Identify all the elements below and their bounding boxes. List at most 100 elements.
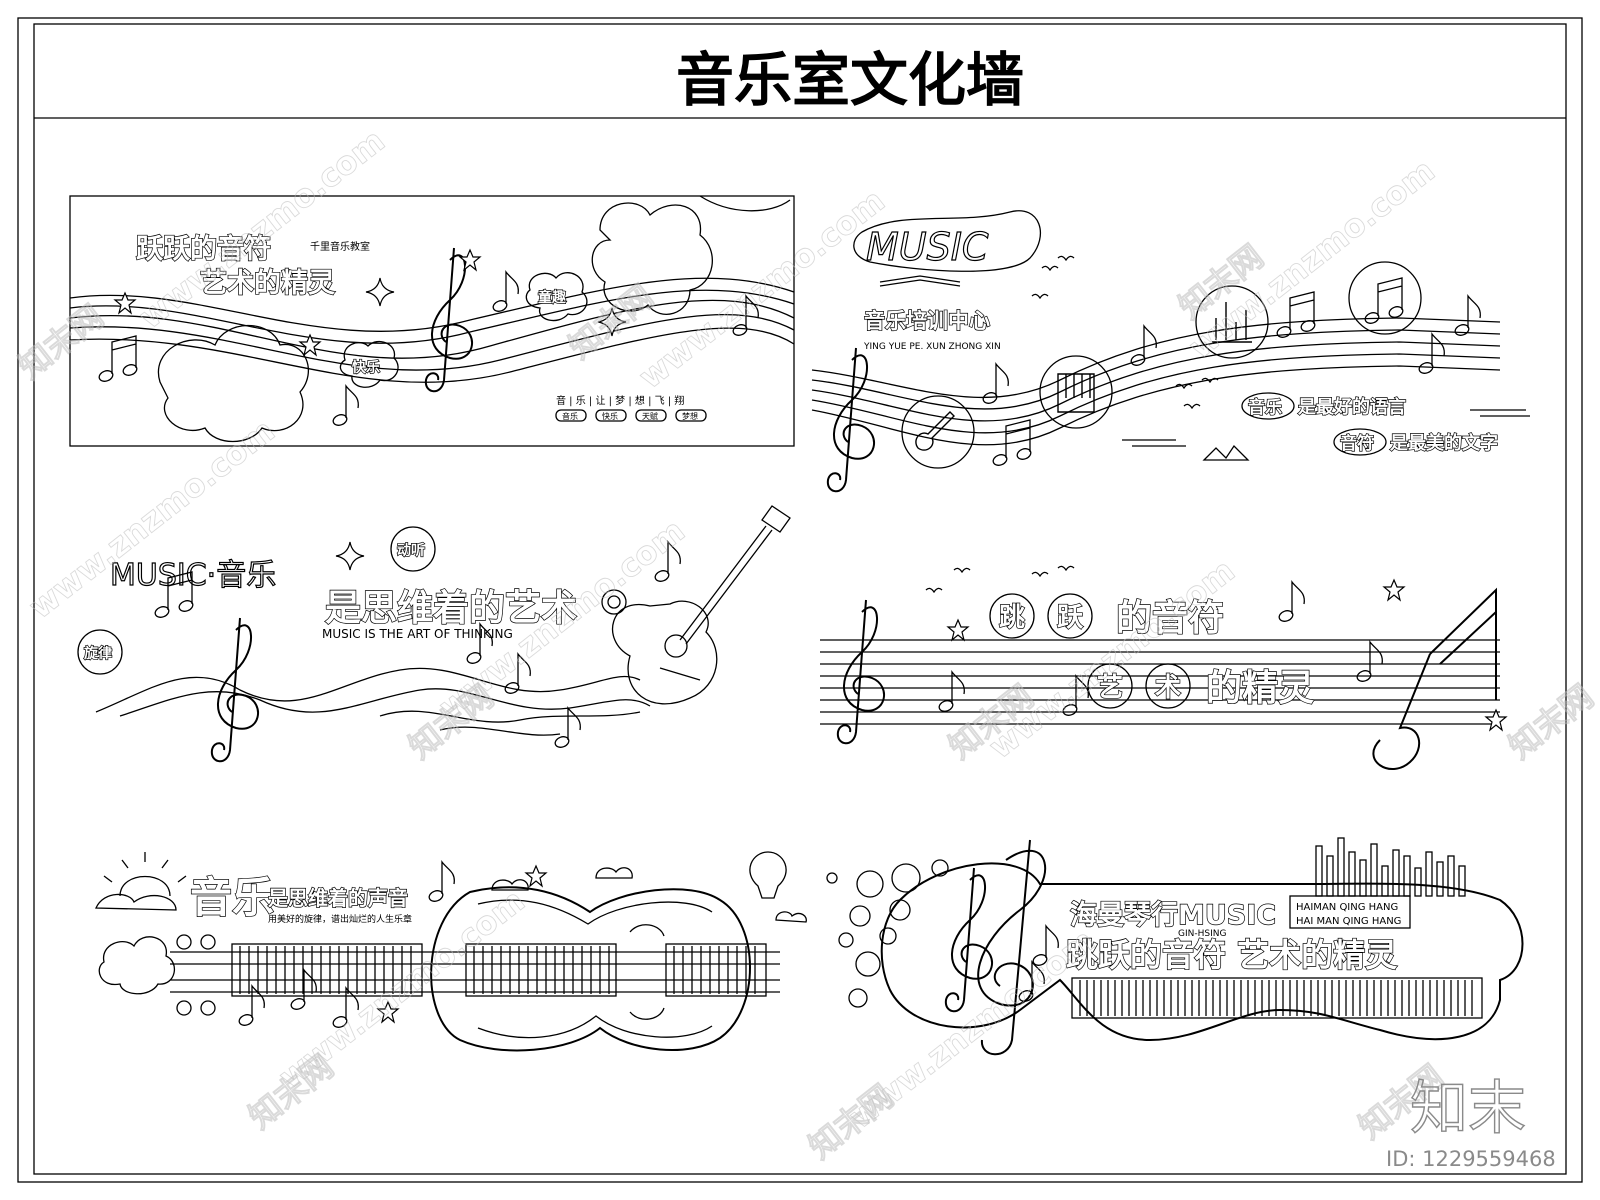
brand-py-2: HAI MAN QING HANG xyxy=(1296,916,1401,927)
brand-sub: GIN-HSING xyxy=(1178,929,1226,939)
tag-4: 梦想 xyxy=(682,411,698,421)
brand-watermark: 知末 xyxy=(1410,1074,1526,1142)
panel-5-wall: 音乐 是思维着的声音 用美好的旋律，谱出灿烂的人生乐章 xyxy=(95,851,807,1052)
wm-cn-1: 知末网 xyxy=(12,297,111,386)
eq-bar xyxy=(1403,855,1411,897)
slogan-1-text: 是最好的语言 xyxy=(1297,396,1406,418)
piano-medallion xyxy=(1039,355,1113,429)
yinyue-big: 音乐 xyxy=(190,873,274,922)
target-deco xyxy=(601,589,627,615)
char-circle-yue xyxy=(1047,593,1093,639)
panel5-main: 是思维着的声音 xyxy=(267,886,408,910)
eq-bar xyxy=(1414,867,1422,897)
guitar-icon xyxy=(915,411,955,451)
badge-dongting: 动听 xyxy=(397,542,425,559)
badge-xuanlv: 旋律 xyxy=(83,645,112,662)
bubble-dots xyxy=(826,859,949,1008)
violin-fhole-top xyxy=(629,924,665,1020)
keyboard-keys xyxy=(239,946,756,994)
keyboard-segment-3 xyxy=(665,943,767,997)
keyboard-segment-1 xyxy=(231,943,423,997)
line2-char-1: 艺 xyxy=(1097,673,1123,703)
eq-bar xyxy=(1348,851,1356,897)
panel1-headline-2: 艺术的精灵 xyxy=(200,267,335,299)
slogan-2-text: 是最美的文字 xyxy=(1389,432,1498,454)
panel-3-wall: MUSIC·音乐 动听 是思维着的艺术 MUSIC IS THE ART OF … xyxy=(77,505,791,763)
wm-site-2: www.znzmo.com xyxy=(632,181,892,396)
bars-medallion xyxy=(1195,285,1269,359)
wm-cn-2: 知末网 xyxy=(562,277,661,366)
mountain-deco xyxy=(1202,444,1250,461)
brand-name: 海曼琴行MUSIC xyxy=(1070,899,1276,931)
music-logo-outline xyxy=(853,210,1041,272)
panel-4-wall: 跳 跃 的音符 艺 术 的精灵 xyxy=(820,565,1507,770)
keyboard-keys-6 xyxy=(1079,980,1473,1016)
eq-bar xyxy=(1326,855,1334,897)
big-treble-6 xyxy=(977,839,1047,1056)
panel6-main: 跳跃的音符 艺术的精灵 xyxy=(1066,936,1397,974)
tag-1: 音乐 xyxy=(562,411,578,421)
eq-bar xyxy=(1447,855,1455,897)
panel1-tags: 音乐 快乐 天赋 梦想 xyxy=(555,409,707,422)
fretboard-rails xyxy=(170,951,780,993)
book-icon xyxy=(879,275,961,287)
cloud-small xyxy=(491,867,807,923)
cloud-shape-right xyxy=(591,202,713,315)
piano-icon xyxy=(1057,373,1095,413)
english-line: MUSIC IS THE ART OF THINKING xyxy=(322,627,513,641)
wm-cn-7: 知末网 xyxy=(802,1077,901,1166)
line1-rest: 的音符 xyxy=(1116,598,1224,639)
staff-lines-4 xyxy=(820,639,1500,725)
eq-bar xyxy=(1359,859,1367,897)
guitar-strings xyxy=(659,667,701,681)
sunrise-icon xyxy=(95,852,187,911)
bubble-tongqu-text: 童趣 xyxy=(538,289,567,306)
eq-bar xyxy=(1458,865,1466,897)
eq-bar xyxy=(1370,843,1378,897)
ribbon-wave xyxy=(95,667,651,736)
line1-char-2: 跃 xyxy=(1057,603,1084,633)
deco-lines xyxy=(1122,409,1530,447)
line1-char-1: 跳 xyxy=(999,603,1025,633)
training-center: 音乐培训中心 xyxy=(864,309,990,333)
char-circle-shu xyxy=(1145,663,1191,709)
training-pinyin: YING YUE PE. XUN ZHONG XIN xyxy=(863,342,1001,352)
bubble-tongqu xyxy=(525,272,588,322)
eq-bar xyxy=(1425,851,1433,897)
eq-bar xyxy=(1315,845,1323,897)
image-id: ID: 1229559468 xyxy=(1386,1147,1556,1171)
panel1-small-title: 千里音乐教室 xyxy=(310,240,370,253)
bubble-kuaile xyxy=(339,341,399,388)
bubble-kuaile-text: 快乐 xyxy=(352,359,380,376)
guitar-body xyxy=(612,600,718,705)
eq-bar xyxy=(1392,849,1400,897)
guitar-medallion xyxy=(901,395,975,469)
outer-border xyxy=(17,17,1583,1183)
eq-bar xyxy=(1436,861,1444,897)
keyboard-strip xyxy=(1071,977,1483,1019)
tag-2: 快乐 xyxy=(602,411,618,421)
eq-bar xyxy=(1381,865,1389,897)
char-circle-tiao xyxy=(989,593,1035,639)
sheet-title: 音乐室文化墙 xyxy=(676,46,1024,114)
keyboard-segment-2 xyxy=(465,943,617,997)
hot-air-balloon xyxy=(749,851,787,899)
panel-2-wall: MUSIC 音乐培训中心 YING YUE PE. XUN ZHONG XIN … xyxy=(811,210,1530,493)
panel1-slogan: 音 | 乐 | 让 | 梦 | 想 | 飞 | 翔 xyxy=(556,394,684,407)
char-circle-yi xyxy=(1087,663,1133,709)
main-art: 是思维着的艺术 xyxy=(325,588,577,629)
big-note-4 xyxy=(1372,587,1497,770)
wm-site-6: www.znzmo.com xyxy=(982,551,1242,766)
cloud-left xyxy=(98,936,176,995)
panel-6-wall: 海曼琴行MUSIC GIN-HSING HAIMAN QING HANG HAI… xyxy=(826,837,1524,1056)
eq-bar xyxy=(1337,837,1345,897)
slogan-2-badge: 音符 xyxy=(1340,433,1374,454)
slogan-line-2: 音符 是最美的文字 xyxy=(1333,428,1499,456)
slogan-1-badge: 音乐 xyxy=(1248,397,1282,418)
note-medallion xyxy=(1348,261,1422,335)
music-label: MUSIC·音乐 xyxy=(110,558,276,593)
cloud-shape-left xyxy=(157,324,309,442)
guitar-neck xyxy=(679,505,791,645)
violin-inner xyxy=(477,899,713,1039)
